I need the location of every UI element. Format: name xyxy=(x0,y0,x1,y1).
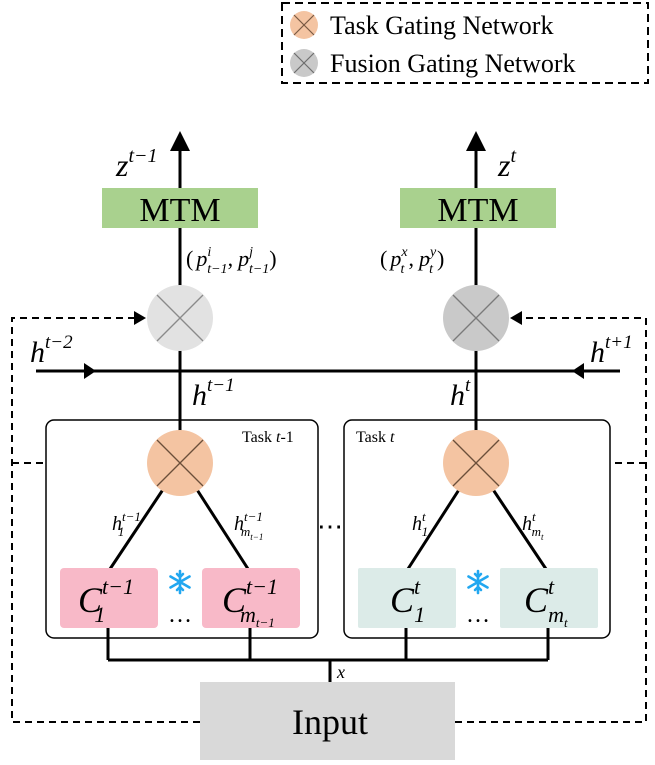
output-label-right: zt xyxy=(497,145,516,183)
task-label-previous: Task t-1 xyxy=(242,429,294,446)
mtm-label-left: MTM xyxy=(139,192,220,229)
between-tasks-ellipsis: ⋯ xyxy=(317,512,343,541)
expert-box-new-last xyxy=(500,568,598,628)
fusion-gate-right xyxy=(443,285,509,351)
output-label-left: zt−1 xyxy=(115,145,158,183)
mtm-box-left xyxy=(102,188,258,228)
state-label-next: ht+1 xyxy=(590,332,633,369)
fusion-gate-legend-icon xyxy=(290,49,318,77)
legend: Task Gating Network Fusion Gating Networ… xyxy=(281,2,649,84)
expert-ellipsis-right: … xyxy=(466,602,490,628)
input-bus xyxy=(106,628,550,682)
arrowhead-into-left-fusion-gate xyxy=(134,311,146,325)
snowflake-icon xyxy=(467,569,489,595)
arrowhead-into-right-fusion-gate xyxy=(510,311,522,325)
expert-box-old-last xyxy=(202,568,300,628)
hidden-label-right: ht xyxy=(450,375,471,412)
fusion-gate-left xyxy=(147,285,213,351)
hidden-label-left: ht−1 xyxy=(192,375,235,412)
task-gate-legend-icon xyxy=(290,11,318,39)
task-gate-right xyxy=(443,430,509,496)
state-label-prev: ht−2 xyxy=(30,332,73,369)
output-arrowhead-left xyxy=(170,131,190,151)
task-gate-legend-label: Task Gating Network xyxy=(330,11,553,40)
input-box xyxy=(200,682,455,760)
expert-ellipsis-left: … xyxy=(168,602,192,628)
feedback-line-left-outer xyxy=(11,317,200,723)
expert-box-new-first xyxy=(358,568,456,628)
task-gate-left xyxy=(147,430,213,496)
task-label-current: Task t xyxy=(356,429,395,446)
legend-box xyxy=(281,2,649,84)
router-lines xyxy=(106,484,550,573)
mtm-box-right xyxy=(400,188,556,228)
input-variable-label: x xyxy=(336,662,345,682)
arrowhead-state-prev-in xyxy=(84,363,96,379)
input-label: Input xyxy=(292,702,368,742)
vertical-connectors xyxy=(178,147,478,432)
output-arrowhead-right xyxy=(466,131,486,151)
arrowhead-state-next-in xyxy=(572,363,584,379)
snowflake-icon xyxy=(169,569,191,595)
expert-box-old-first xyxy=(60,568,158,628)
mtm-label-right: MTM xyxy=(437,192,518,229)
fusion-gate-legend-label: Fusion Gating Network xyxy=(330,49,576,78)
